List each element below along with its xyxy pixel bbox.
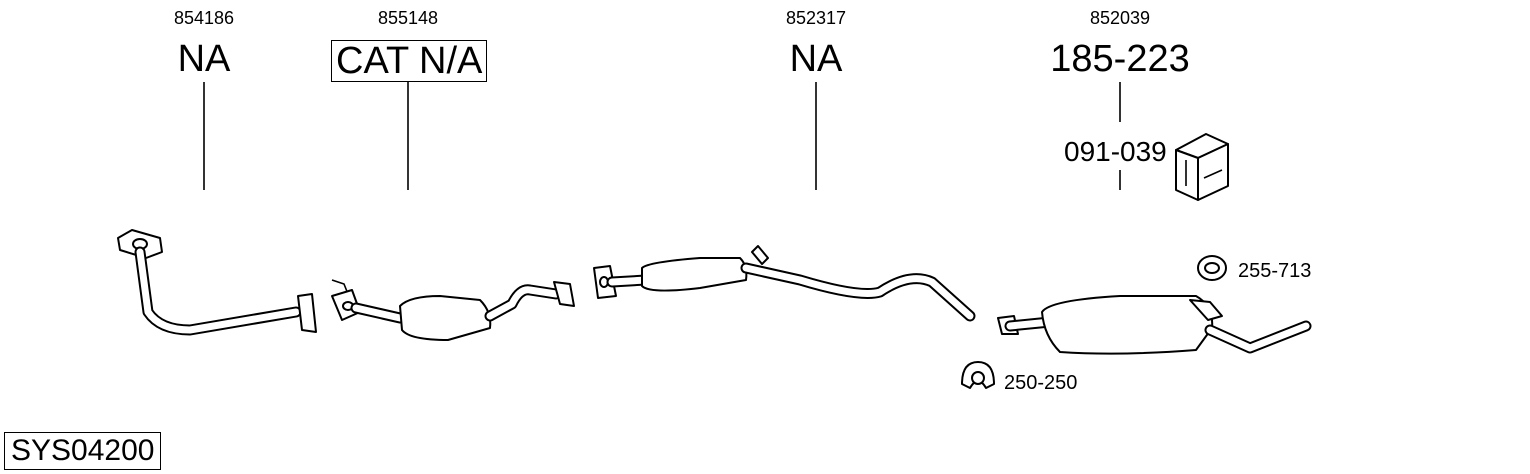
part-sublabel-852039: 091-039 bbox=[1064, 136, 1167, 167]
part-number-855148: 855148 bbox=[377, 8, 439, 28]
part-label-854186: NA bbox=[177, 38, 231, 80]
pipe-clamp-icon bbox=[961, 361, 995, 389]
part-number-854186: 854186 bbox=[173, 8, 235, 28]
fitting-kit-box-icon bbox=[1175, 133, 1229, 201]
part-number-852317: 852317 bbox=[785, 8, 847, 28]
part-label-855148: CAT N/A bbox=[331, 40, 488, 82]
accessory-code-clamp: 250-250 bbox=[1004, 372, 1078, 394]
part-number-852039: 852039 bbox=[1089, 8, 1151, 28]
part-label-852039: 185-223 bbox=[1050, 38, 1190, 80]
rear-silencer-drawing bbox=[997, 295, 1312, 355]
system-code: SYS04200 bbox=[4, 432, 162, 470]
catalytic-converter-drawing bbox=[331, 279, 575, 341]
accessory-code-hanger: 255-713 bbox=[1238, 260, 1312, 282]
part-label-852317: NA bbox=[789, 38, 843, 80]
centre-silencer-drawing bbox=[593, 245, 976, 322]
front-pipe-drawing bbox=[117, 229, 317, 336]
rubber-hanger-icon bbox=[1197, 255, 1227, 281]
